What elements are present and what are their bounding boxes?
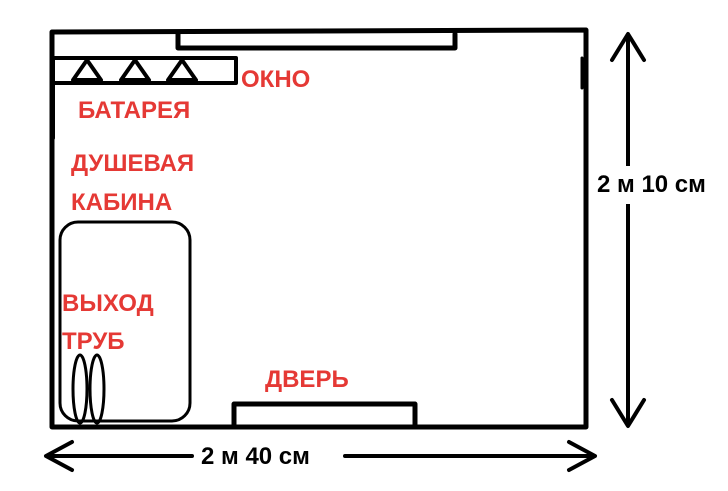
door [231,401,418,429]
height-dimension-arrow [610,32,646,428]
shower-cabin-label-line2: КАБИНА [71,189,172,216]
radiator-fin-1 [71,58,103,82]
pipe-outlets [71,353,106,425]
radiator-fin-3 [166,58,198,82]
radiator [50,56,238,140]
pipe-outlet-label-line2: ТРУБ [62,328,125,355]
pipe-outlet-1 [71,353,89,425]
radiator-label: БАТАРЕЯ [78,97,190,124]
room-outline [49,27,589,430]
door-label: ДВЕРЬ [265,366,349,393]
width-dimension-label: 2 м 40 см [201,443,310,470]
window-label: ОКНО [241,66,310,93]
window [175,31,458,51]
radiator-fin-2 [119,58,151,82]
shower-cabin [58,220,192,423]
height-dimension-label: 2 м 10 см [597,171,706,198]
pipe-outlet-label-line1: ВЫХОД [62,290,154,317]
width-dimension-arrow [44,440,597,472]
pipe-outlet-2 [88,353,106,425]
shower-cabin-label-line1: ДУШЕВАЯ [71,150,194,177]
